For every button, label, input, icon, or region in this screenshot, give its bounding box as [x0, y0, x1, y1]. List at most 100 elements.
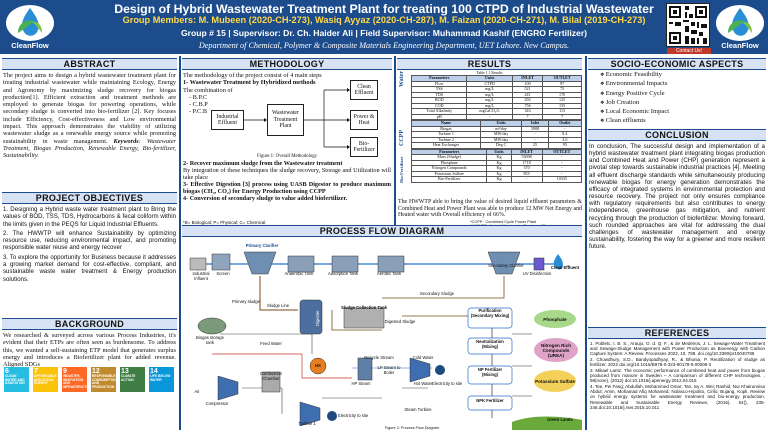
water-side-label: Water	[399, 71, 405, 87]
objectives-body: 1. Designing a Hybrid waste water treatm…	[3, 206, 176, 283]
pfd-screen: Screen	[216, 271, 230, 276]
references-list: 1. Pobletc, I. B. S., Araujo, O. d. Q. F…	[590, 341, 765, 411]
pfd-cold-water: Cold Water	[412, 355, 434, 360]
socio-item: Environmental Impacts	[600, 80, 669, 89]
qr-code[interactable]: Contact Us!	[666, 3, 711, 54]
table-cell: 155	[542, 102, 582, 109]
qr-code-icon	[667, 4, 709, 46]
method-step2: 2- Recover maximum sludge from the Waste…	[183, 160, 343, 167]
method-list-2: - C.B.P	[189, 101, 208, 109]
table-cell: Inlet	[521, 120, 549, 127]
aerobic-tank-shape	[377, 255, 405, 273]
influent-shape	[189, 257, 207, 271]
table-cell: Total Alkalinity	[410, 108, 468, 115]
pfd-npk: NPK Fertilizer	[476, 398, 504, 403]
logo-right-text: CleanFlow	[721, 41, 759, 50]
table-cell: -	[466, 113, 513, 120]
pfd-secondary-sludge: Secondary Sludge	[419, 291, 455, 296]
method-intro: The methodology of the project consist o…	[183, 72, 322, 79]
table-cell: 343	[511, 108, 544, 115]
pfd-sludge-collection: Sludge Collection Tank	[341, 305, 387, 310]
anaerobic-tank-shape	[287, 255, 315, 273]
socio-list: Economic FeasibilityEnvironmental Impact…	[600, 71, 669, 127]
ccpp-side-label: CCPP	[399, 130, 405, 146]
table-cell: Bio-Fertilizer	[410, 176, 488, 183]
method-list: - B.P.C - C.B.P - P.C.B	[183, 94, 391, 116]
methodology-heading: METHODOLOGY	[182, 58, 392, 70]
sdg-number: 13	[121, 368, 129, 375]
pfd-purification: Purification (Secondary Mixing)	[470, 308, 510, 318]
pfd-heading: PROCESS FLOW DIAGRAM	[182, 225, 582, 237]
supervisors-line: Group # 15 | Supervisor: Dr. Ch. Haider …	[180, 28, 588, 38]
table-cell: 521	[511, 86, 544, 93]
hx-shape	[309, 357, 327, 375]
table-cell: BOD	[410, 97, 468, 104]
boiler-shape	[357, 357, 373, 381]
pfd-aerobic: Aerobic Tank	[376, 271, 402, 276]
pfd-primary: Primary Clarifier	[245, 243, 279, 248]
references-heading: REFERENCES	[588, 327, 766, 339]
adsorption-tank-shape	[331, 255, 359, 273]
sdg-label: INDUSTRY, INNOVATION AND INFRASTRUCTURE	[63, 374, 94, 390]
pfd-anaerobic: Anaerobic Tank	[284, 271, 314, 276]
column-divider-1	[179, 56, 181, 430]
sdg-number: 7	[34, 368, 38, 375]
table-cell: INLET	[511, 75, 544, 82]
table-cell: TSS	[410, 86, 468, 93]
compressor-shape	[217, 375, 239, 401]
abstract-text: The project aims to design a hybrid wast…	[3, 72, 176, 145]
pfd-combustion: Combustion Chamber	[259, 371, 283, 381]
sludge-collection-shape	[343, 307, 385, 329]
results-heading: RESULTS	[397, 58, 582, 70]
method-step2-text: By integration of these techniques the s…	[183, 167, 391, 182]
abstract-body: The project aims to design a hybrid wast…	[3, 72, 176, 160]
keywords-text: : Wastewater Treatment, Biogas Productio…	[3, 137, 176, 160]
power-heat-box: Power & Heat	[350, 110, 378, 130]
bio-fertilizer-box: Bio-Fertilizer	[350, 137, 378, 157]
socio-item: Local Economic Impact	[600, 108, 669, 117]
method-step1: 1- Wastewater Treatment by Hybridized me…	[183, 79, 316, 87]
purification-shape	[467, 307, 513, 329]
pfd-phosphate: Phosphate	[534, 310, 576, 328]
table-cell: 115	[542, 108, 582, 115]
pfd-biogas-tank: Biogas storage tank	[196, 335, 224, 345]
pfd-hot-water: Hot Water	[413, 381, 433, 386]
table-cell: 97	[542, 80, 582, 87]
socio-item: Clean effluents	[600, 117, 669, 126]
table-cell: 292	[511, 97, 544, 104]
method-combo: The combination of	[183, 86, 233, 94]
table-cell: 7	[511, 113, 544, 120]
sdg-number: 9	[63, 368, 67, 375]
group-members: Group Members: M. Mubeen (2020-CH-273), …	[122, 15, 646, 25]
objective-1: 1. Designing a Hybrid waste water treatm…	[3, 206, 176, 228]
sdg-label: CLIMATE ACTION	[121, 374, 136, 382]
sdg-label: CLEAN WATER AND SANITATION	[5, 374, 25, 386]
table-cell: 10335	[541, 176, 583, 183]
socio-heading: SOCIO-ECONOMIC ASPECTS	[588, 58, 766, 70]
pfd-electricity-1: Electricity to site	[338, 413, 369, 418]
socio-item: Job Creation	[600, 99, 669, 108]
treatment-plant-box: Wastewater Treatment Plant	[267, 104, 304, 136]
pfd-feed-water: Feed Water	[260, 341, 282, 346]
abstract-heading: ABSTRACT	[2, 58, 177, 70]
uv-shape	[533, 257, 545, 271]
method-list-1: - B.P.C	[189, 93, 208, 101]
pfd-recycle: Recycle Stream	[364, 355, 394, 360]
pfd-clean: Clean Effluent	[550, 265, 580, 270]
reference-item: 4. Tee, Pei Fang; Abdullah, Mohammed Oma…	[590, 384, 765, 410]
pfd-neutralization: Neutralization (Mixing)	[476, 339, 504, 349]
primary-clarifier-shape	[243, 251, 277, 275]
